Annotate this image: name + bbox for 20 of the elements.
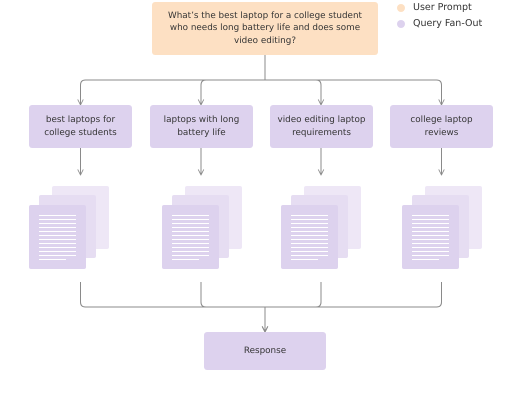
node-text: video editing laptop requirements (276, 114, 366, 139)
node-text: college laptop reviews (409, 114, 474, 139)
arrow (264, 54, 445, 106)
query-box (29, 105, 132, 148)
arrow (198, 148, 204, 176)
prompt-box (152, 2, 378, 55)
arrow (77, 148, 84, 176)
arrow (262, 282, 442, 332)
query-box (150, 105, 253, 148)
node-text: What’s the best laptop for a college student who needs long battery life and does some video editing? (167, 10, 363, 47)
arrow (438, 148, 445, 176)
response-box (204, 332, 326, 370)
node-text: Response (244, 344, 286, 358)
query-box (270, 105, 373, 148)
legend-text: Query Fan-Out (413, 18, 482, 29)
legend-text: User Prompt (413, 2, 472, 13)
node-text: laptops with long battery life (162, 114, 240, 139)
node-text: best laptops for college students (43, 114, 118, 139)
query-box (390, 105, 493, 148)
arrow (318, 148, 324, 176)
